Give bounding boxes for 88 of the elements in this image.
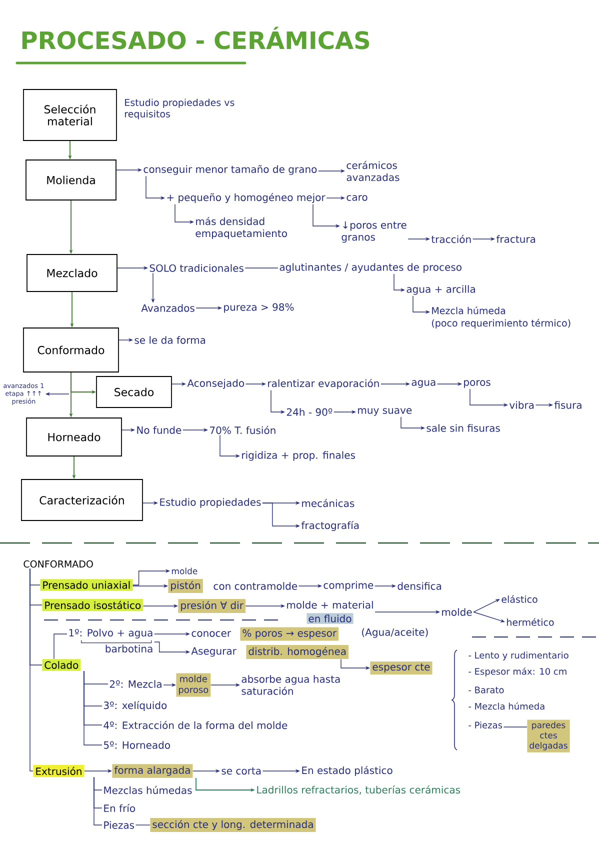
annotation-text: Mezcla húmeda (poco requerimiento térmico) (432, 306, 570, 328)
annotation-text: ralentizar evaporación (268, 378, 379, 390)
highlighted-label: molde poroso (176, 673, 211, 697)
annotation-text: vibra (510, 401, 534, 409)
highlighted-label: Extrusión (33, 764, 84, 778)
annotation-text: 70% T. fusión (210, 426, 276, 434)
highlighted-label: % poros → espesor (240, 627, 339, 641)
connector-line (30, 568, 34, 772)
highlighted-label: Colado (42, 659, 81, 671)
section-heading: CONFORMADO (24, 560, 93, 568)
annotation-text: En frío (104, 804, 136, 812)
annotation-text: caro (346, 195, 368, 201)
connector-line (84, 670, 102, 746)
connector-line (135, 824, 150, 826)
annotation-text: fisura (554, 401, 582, 409)
title: PROCESADO - CERÁMICAS (22, 26, 370, 50)
highlighted-label: sección cte y long. determinada (150, 818, 316, 832)
list-item: - Lento y rudimentario (468, 652, 568, 660)
list-item: - Barato (468, 686, 504, 694)
process-box: Conformado (23, 328, 119, 372)
annotation-text: 2º: Mezcla (110, 680, 162, 688)
list-item: - Mezcla húmeda (468, 702, 544, 710)
annotation-text: Mezclas húmedas (104, 786, 192, 794)
process-box: Selección material (23, 89, 117, 141)
highlighted-label: distrib. homogénea (246, 644, 349, 660)
annotation-text: agua (412, 380, 436, 388)
highlighted-label: presión ∀ dir (178, 598, 246, 614)
annotation-text: No funde (137, 426, 182, 434)
annotation-text: - Piezas (468, 722, 502, 728)
annotation-text: muy suave (358, 408, 412, 416)
annotation-text: 3º: xelíquido (104, 700, 167, 712)
annotation-text: tracción (431, 234, 471, 244)
process-box: Secado (96, 376, 172, 408)
process-box: Horneado (26, 418, 122, 456)
annotation-text: + pequeño y homogéneo mejor (167, 192, 326, 204)
annotation-text: poros (464, 380, 490, 388)
annotation-text: conocer (192, 631, 232, 637)
annotation-text: 1º: Polvo + agua barbotina (69, 628, 152, 653)
annotation-text: Aconsejado (187, 379, 244, 389)
annotation-text: pureza > 98% (224, 303, 294, 313)
side-note: Estudio propiedades vs requisitos (125, 98, 234, 120)
annotation-text: Ladrillos refractarios, tuberías cerámicas (257, 785, 460, 795)
highlighted-label: espesor cte (370, 661, 432, 675)
annotation-text: agua + arcilla (406, 285, 475, 295)
annotation-text: Avanzados (141, 304, 194, 312)
annotation-text: conseguir menor tamaño de grano (144, 165, 317, 175)
highlighted-label: paredes ctes delgadas (527, 720, 570, 752)
process-box: Mezclado (26, 254, 118, 292)
process-box: Caracterización (21, 479, 143, 521)
annotation-text: Piezas (104, 821, 134, 829)
highlighted-label: forma alargada (112, 764, 193, 778)
highlighted-label: Prensado uniaxial (40, 579, 133, 591)
connector-line (503, 726, 528, 728)
annotation-text: cerámicos avanzadas (346, 160, 400, 182)
process-box: Molienda (26, 160, 116, 200)
annotation-text: SOLO tradicionales (150, 264, 244, 272)
highlighted-label: pistón (168, 578, 203, 594)
highlighted-label: Prensado isostático (42, 598, 144, 612)
annotation-text: mecánicas (302, 498, 354, 508)
annotation-text: ↓poros entre granos (342, 221, 406, 243)
annotation-text: sale sin fisuras (426, 424, 500, 432)
annotation-text: densifica (398, 582, 442, 590)
annotation-text: molde + material (287, 600, 373, 609)
annotation-text: 24h - 90º (286, 408, 332, 416)
annotation-text: se le da forma (134, 336, 206, 344)
connector-line (54, 634, 68, 660)
annotation-text: molde (442, 608, 472, 616)
annotation-text: aglutinantes / ayudantes de proceso (280, 263, 462, 273)
list-item: - Espesor máx: 10 cm (468, 667, 566, 677)
annotation-text: fractura (496, 235, 536, 243)
annotation-text: más densidad empaquetamiento (196, 216, 287, 240)
annotation-text: comprime (324, 581, 374, 591)
annotation-text: absorbe agua hasta saturación (242, 675, 340, 695)
annotation-text: elástico (502, 595, 538, 603)
annotation-text: 4º: Extracción de la forma del molde (104, 720, 288, 730)
annotation-text: Asegurar (191, 647, 236, 657)
annotation-text: rigidiza + prop. finales (242, 451, 355, 461)
annotation-text: se corta (222, 767, 261, 775)
annotation-text: 5º: Horneado (104, 741, 170, 749)
annotation-text: En estado plástico (302, 766, 392, 776)
annotation-text: fractografía (301, 520, 359, 532)
annotation-text: con contramolde (214, 582, 298, 590)
annotation-text: molde (172, 568, 198, 574)
highlighted-label: en fluido (306, 613, 354, 624)
connector-line (94, 776, 102, 826)
annotation-text: hermético (507, 618, 554, 626)
annotation-text: Estudio propiedades (160, 498, 261, 508)
annotation-text: (Agua/aceite) (362, 628, 428, 638)
